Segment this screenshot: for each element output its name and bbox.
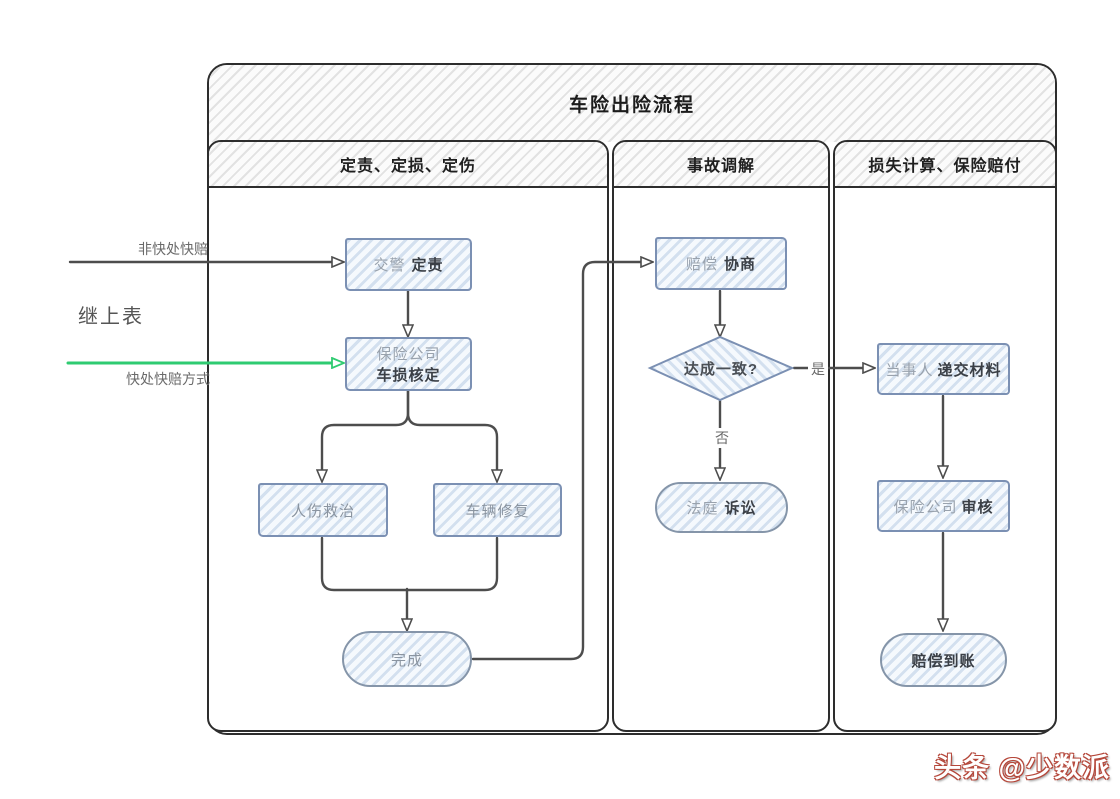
node-compensation-paid-label: 赔偿到账 [911,652,976,670]
node-court: 法庭诉讼 [655,482,788,533]
lane-mediation: 事故调解 [612,140,830,732]
node-submit-materials: 当事人递交材料 [877,343,1010,395]
node-vehicle-repair: 车辆修复 [433,483,562,537]
node-insurer-review: 保险公司审核 [877,480,1010,532]
node-negotiation-prefix: 赔偿 [685,256,718,273]
node-done: 完成 [342,631,472,687]
node-damage-assess-line1: 保险公司 [376,346,441,363]
node-submit-materials-label: 递交材料 [937,361,1002,379]
label-fast-claim: 快处快赔方式 [126,371,210,387]
node-traffic-police-label: 定责 [411,257,444,274]
node-decision-agreement-label: 达成一致? [683,361,759,378]
label-no: 否 [712,428,732,448]
title-band: 车险出险流程 [209,65,1055,142]
watermark: 头条 @少数派 [934,753,1110,783]
node-court-label: 诉讼 [724,500,757,517]
node-vehicle-repair-label: 车辆修复 [465,502,530,520]
node-negotiation: 赔偿协商 [655,237,787,290]
node-damage-assess-line2: 车损核定 [376,367,441,384]
lane-mediation-header: 事故调解 [614,142,828,188]
label-continued: 继上表 [78,306,144,328]
label-non-fast-claim: 非快处快赔 [138,241,208,257]
lane-liability-header: 定责、定损、定伤 [209,142,607,188]
lane-payout: 损失计算、保险赔付 [833,140,1057,732]
node-submit-materials-prefix: 当事人 [885,361,934,379]
node-insurer-review-label: 审核 [961,498,994,516]
node-insurer-review-prefix: 保险公司 [893,498,958,516]
node-done-label: 完成 [390,651,423,669]
node-court-prefix: 法庭 [686,500,719,517]
node-traffic-police: 交警定责 [345,238,472,291]
lane-payout-header: 损失计算、保险赔付 [835,142,1055,188]
node-decision-agreement: 达成一致? [650,337,792,400]
label-yes: 是 [808,359,828,379]
node-negotiation-label: 协商 [724,256,757,273]
node-traffic-police-prefix: 交警 [373,257,406,274]
node-injury-treatment-label: 人伤救治 [290,502,355,520]
diagram-title: 车险出险流程 [568,95,695,116]
node-compensation-paid: 赔偿到账 [880,633,1007,687]
node-damage-assess: 保险公司 车损核定 [345,337,472,391]
node-injury-treatment: 人伤救治 [258,483,388,537]
